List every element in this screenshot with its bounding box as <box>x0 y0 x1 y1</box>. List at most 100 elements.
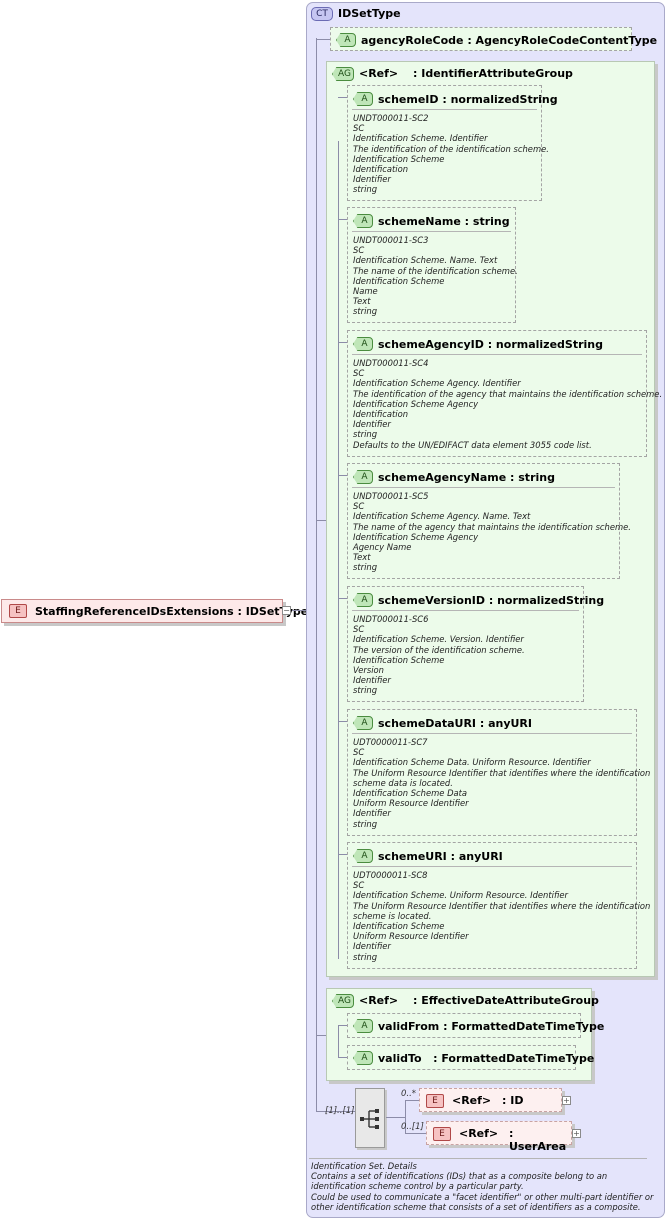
attribute-label: schemeDataURI : anyURI <box>378 716 532 730</box>
connector-line <box>316 1035 330 1036</box>
sequence-compositor[interactable] <box>355 1088 385 1148</box>
divider <box>352 231 511 232</box>
group-name: : EffectiveDateAttributeGroup <box>413 994 599 1007</box>
doc-line: UDT0000011-SC8 <box>353 870 428 880</box>
doc-line: SC <box>353 880 365 891</box>
attribute-label: schemeName : string <box>378 214 510 228</box>
root-element-box[interactable]: E StaffingReferenceIDsExtensions : IDSet… <box>1 599 308 623</box>
doc-line: Identifier <box>353 675 391 686</box>
connector-line <box>338 342 347 343</box>
attribute-agency-role-code[interactable]: A agencyRoleCode : AgencyRoleCodeContent… <box>330 27 657 51</box>
attribute-label: schemeID : normalizedString <box>378 92 558 106</box>
doc-line: The version of the identification scheme… <box>353 644 525 655</box>
doc-line: UDT0000011-SC7 <box>353 737 428 747</box>
doc-line: Identification Scheme <box>353 275 445 286</box>
attribute-label: schemeAgencyName : string <box>378 470 555 484</box>
doc-line: UNDT000011-SC2 <box>353 113 429 123</box>
complex-type-badge: CT <box>311 7 333 21</box>
expand-toggle-icon[interactable]: + <box>562 1096 571 1105</box>
connector-line <box>316 1111 355 1112</box>
attribute-label: schemeURI : anyURI <box>378 849 503 863</box>
element-ref-user-area[interactable]: E <Ref> : UserArea <box>426 1121 572 1153</box>
divider <box>352 610 579 611</box>
doc-line: SC <box>353 747 365 758</box>
attribute-badge: A <box>353 214 373 228</box>
doc-line: Defaults to the UN/EDIFACT data element … <box>353 439 592 450</box>
doc-line: Identification Scheme <box>353 921 445 932</box>
doc-line: string <box>353 951 378 962</box>
doc-line: other identification scheme that consist… <box>311 1201 641 1212</box>
connector-line <box>316 39 330 40</box>
expand-toggle-icon[interactable]: + <box>572 1129 581 1138</box>
attribute-label: validFrom : FormattedDateTimeType <box>378 1019 605 1033</box>
attribute-badge: A <box>336 33 356 47</box>
doc-line: SC <box>353 123 365 134</box>
group-name: : IdentifierAttributeGroup <box>413 67 573 80</box>
doc-line: string <box>353 818 378 829</box>
doc-line: Identification Scheme Data. Uniform Reso… <box>353 757 591 768</box>
connector-line <box>386 1117 405 1118</box>
attribute-label: agencyRoleCode : AgencyRoleCodeContentTy… <box>361 33 658 47</box>
doc-line: Identification Scheme. Version. Identifi… <box>353 634 524 645</box>
doc-line: Uniform Resource Identifier <box>353 931 469 942</box>
connector-line <box>338 854 347 855</box>
group-ref-label: <Ref> <box>359 994 399 1007</box>
attribute-valid-from[interactable]: A validFrom : FormattedDateTimeType <box>347 1013 604 1038</box>
connector-line <box>405 1133 426 1134</box>
doc-line: Identification Scheme Agency. Identifier <box>353 378 521 389</box>
doc-line: Identification Scheme Agency <box>353 398 479 409</box>
connector-line <box>292 610 316 611</box>
doc-line: SC <box>353 368 365 379</box>
doc-line: Identification Scheme Agency <box>353 531 479 542</box>
element-ref-id[interactable]: E <Ref> : ID <box>419 1088 562 1112</box>
divider <box>352 866 632 867</box>
attribute-badge: A <box>353 470 373 484</box>
divider <box>352 354 642 355</box>
divider <box>352 109 537 110</box>
attribute-valid-to[interactable]: A validTo : FormattedDateTimeType <box>347 1045 594 1070</box>
collapse-toggle-icon[interactable]: − <box>282 606 291 615</box>
doc-line: Uniform Resource Identifier <box>353 798 469 809</box>
doc-line: The Uniform Resource Identifier that ide… <box>353 900 651 911</box>
element-badge: E <box>9 604 27 618</box>
doc-line: Identification <box>353 164 409 175</box>
element-ref-label: <Ref> <box>459 1127 499 1140</box>
sequence-cardinality: [1]..[1] <box>325 1106 355 1116</box>
doc-line: The Uniform Resource Identifier that ide… <box>353 767 651 778</box>
divider <box>309 1158 647 1159</box>
doc-line: Identification Scheme <box>353 654 445 665</box>
attribute-badge: A <box>353 716 373 730</box>
root-element-label: StaffingReferenceIDsExtensions : IDSetTy… <box>35 605 309 618</box>
element-name: : ID <box>502 1094 524 1107</box>
doc-line: string <box>353 184 378 195</box>
attribute-badge: A <box>353 92 373 106</box>
attribute-badge: A <box>353 849 373 863</box>
doc-line: Identifier <box>353 419 391 430</box>
attribute-badge: A <box>353 1051 373 1065</box>
attribute-badge: A <box>353 1019 373 1033</box>
doc-line: Version <box>353 665 384 676</box>
doc-line: Identification Scheme Agency. Name. Text <box>353 511 531 522</box>
doc-line: identification scheme control by a parti… <box>311 1181 524 1192</box>
doc-line: Identification Scheme. Name. Text <box>353 255 498 266</box>
doc-line: The name of the identification scheme. <box>353 265 518 276</box>
doc-line: Name <box>353 286 378 297</box>
doc-line: SC <box>353 624 365 635</box>
